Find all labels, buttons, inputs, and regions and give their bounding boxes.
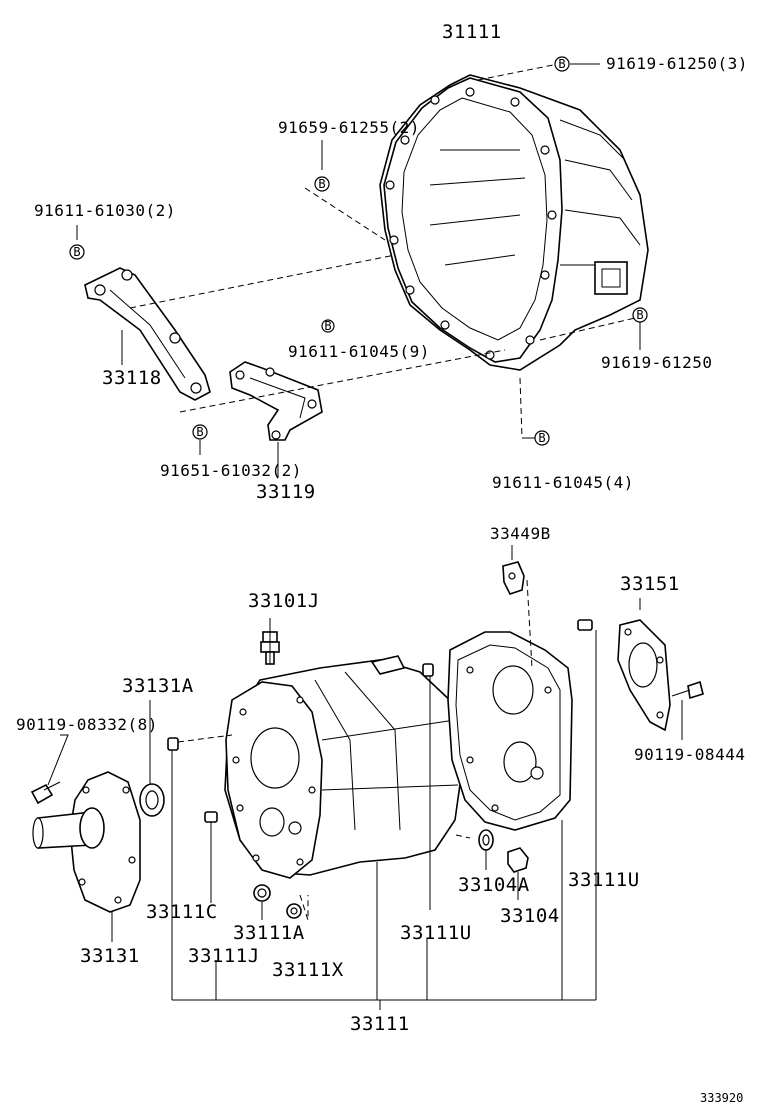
svg-text:B: B (324, 319, 331, 333)
pin-33111u-top (422, 663, 434, 677)
drawing-number: 333920 (700, 1091, 743, 1105)
label-bolt-91611-61045-9: 91611-61045(9) (288, 342, 430, 361)
label-bolt-91619-61250: 91619-61250 (601, 353, 712, 372)
label-bolt-91659-61255: 91659-61255(2) (278, 118, 420, 137)
gasket-33111x (286, 903, 302, 919)
label-33101j: 33101J (248, 590, 320, 612)
callout-b-icon: B (534, 430, 550, 446)
plug-33111a (253, 884, 271, 902)
label-33111-bottom: 33111 (350, 1013, 410, 1035)
callout-b-icon: B (632, 307, 648, 323)
label-33111j: 33111J (188, 945, 260, 967)
pin-33111u-right (577, 619, 593, 631)
label-33111u-mid: 33111U (400, 922, 472, 944)
bracket-33118 (84, 267, 211, 401)
label-bolt-91619-61250-3: 91619-61250(3) (606, 54, 748, 73)
label-33131a: 33131A (122, 675, 194, 697)
svg-text:B: B (196, 425, 203, 439)
label-bolt-91651-61032: 91651-61032(2) (160, 461, 302, 480)
svg-text:B: B (538, 431, 545, 445)
bolt-90119-08332 (30, 781, 61, 805)
bell-housing-31111 (379, 74, 649, 371)
label-31111-top: 31111 (442, 21, 502, 43)
label-bolt-91611-61045-4: 91611-61045(4) (492, 473, 634, 492)
svg-text:B: B (636, 308, 643, 322)
callout-b-icon: B (192, 424, 208, 440)
label-bolt-91611-61030: 91611-61030(2) (34, 201, 176, 220)
callout-b-icon: B (321, 319, 335, 333)
drain-plug-33104 (507, 847, 529, 873)
label-33111u-right: 33111U (568, 869, 640, 891)
svg-text:B: B (558, 57, 565, 71)
front-bearing-retainer-33131 (32, 771, 141, 913)
callout-b-icon: B (554, 56, 570, 72)
label-33111c: 33111C (146, 901, 218, 923)
pin-top-left (167, 737, 179, 751)
label-33104: 33104 (500, 905, 560, 927)
label-33131: 33131 (80, 945, 140, 967)
label-33449b: 33449B (490, 524, 551, 543)
label-33104a: 33104A (458, 874, 530, 896)
bolt-90119-08444 (671, 680, 704, 700)
pin-33111c (204, 811, 218, 823)
label-33119: 33119 (256, 481, 316, 503)
transmission-case-33111 (224, 655, 463, 879)
label-bolt-90119-08444: 90119-08444 (634, 745, 745, 764)
rear-retainer-33151 (617, 619, 671, 732)
callout-b-icon: B (314, 176, 330, 192)
clamp-33449b (502, 561, 525, 595)
label-bolt-90119-08332: 90119-08332(8) (16, 715, 158, 734)
label-33111x: 33111X (272, 959, 344, 981)
oil-seal-33131a (139, 783, 165, 817)
svg-text:B: B (73, 245, 80, 259)
bracket-33119 (229, 361, 323, 441)
callout-b-icon: B (69, 244, 85, 260)
svg-text:B: B (318, 177, 325, 191)
intermediate-plate (447, 631, 573, 831)
washer-33104a (478, 829, 494, 851)
label-33118: 33118 (102, 367, 162, 389)
label-33151: 33151 (620, 573, 680, 595)
label-33111a: 33111A (233, 922, 305, 944)
